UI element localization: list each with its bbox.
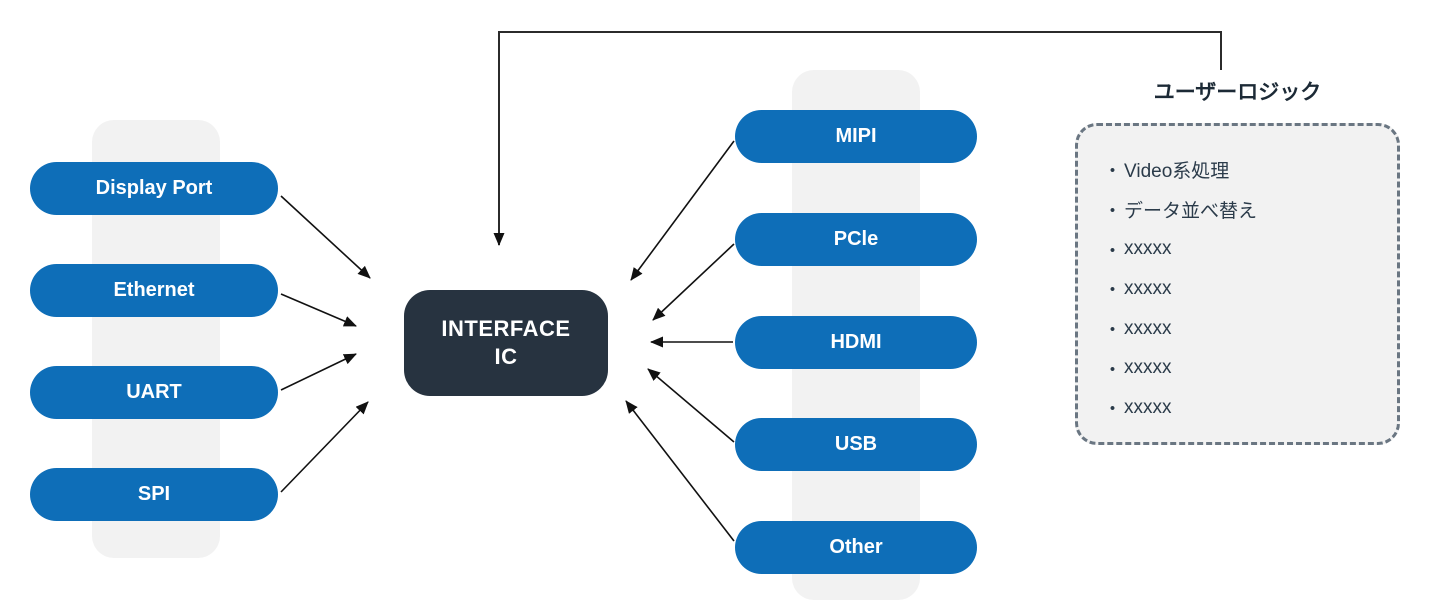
node-hdmi: HDMI	[735, 316, 977, 369]
interface-ic-label-line2: IC	[494, 344, 518, 369]
node-uart: UART	[30, 366, 278, 419]
user-logic-title: ユーザーロジック	[1153, 81, 1322, 104]
bullet-dot: ・	[1103, 201, 1123, 223]
node-ethernet: Ethernet	[30, 264, 278, 317]
arrow-usb-to-ic	[647, 368, 735, 443]
node-display-port: Display Port	[30, 162, 278, 215]
list-item-text: xxxxx	[1124, 396, 1172, 418]
node-interface-ic: INTERFACE IC	[404, 290, 608, 396]
list-item-text: Video系処理	[1124, 161, 1230, 183]
arrow-mipi-to-ic	[630, 140, 735, 281]
user-logic-list: ・ Video系処理 ・ データ並べ替え ・ xxxxx ・ xxxxx ・ x…	[1103, 150, 1373, 428]
list-item: ・ Video系処理	[1103, 150, 1373, 190]
node-spi: SPI	[30, 468, 278, 521]
arrow-pcle-to-ic	[652, 243, 735, 321]
bullet-dot: ・	[1103, 161, 1123, 183]
arrow-other-to-ic	[625, 400, 735, 542]
bullet-dot: ・	[1103, 280, 1123, 302]
arrow-uart-to-ic	[280, 353, 357, 391]
list-item: ・ xxxxx	[1103, 229, 1373, 269]
arrow-spi-to-ic	[280, 401, 369, 493]
arrow-ethernet-to-ic	[280, 293, 357, 327]
bullet-dot: ・	[1103, 240, 1123, 262]
interface-ic-label-line1: INTERFACE	[441, 316, 571, 341]
list-item: ・ xxxxx	[1103, 348, 1373, 388]
list-item: ・ xxxxx	[1103, 309, 1373, 349]
node-label: Other	[829, 536, 883, 558]
list-item-text: xxxxx	[1124, 357, 1172, 379]
node-label: HDMI	[830, 331, 882, 353]
list-item: ・ xxxxx	[1103, 388, 1373, 428]
list-item: ・ データ並べ替え	[1103, 190, 1373, 230]
node-label: Ethernet	[113, 279, 195, 301]
arrow-display-port-to-ic	[280, 195, 371, 279]
node-label: UART	[126, 381, 182, 403]
bullet-dot: ・	[1103, 359, 1123, 381]
list-item-text: xxxxx	[1124, 238, 1172, 260]
list-item: ・ xxxxx	[1103, 269, 1373, 309]
list-item-text: xxxxx	[1124, 277, 1172, 299]
node-label: MIPI	[835, 125, 877, 147]
node-other: Other	[735, 521, 977, 574]
node-label: USB	[834, 433, 878, 455]
list-item-text: データ並べ替え	[1124, 201, 1258, 223]
node-label: PCle	[833, 228, 879, 250]
node-mipi: MIPI	[735, 110, 977, 163]
node-label: Display Port	[95, 177, 213, 199]
node-usb: USB	[735, 418, 977, 471]
bullet-dot: ・	[1103, 399, 1123, 421]
node-label: SPI	[137, 483, 171, 505]
list-item-text: xxxxx	[1124, 317, 1172, 339]
bullet-dot: ・	[1103, 320, 1123, 342]
node-pcle: PCle	[735, 213, 977, 266]
